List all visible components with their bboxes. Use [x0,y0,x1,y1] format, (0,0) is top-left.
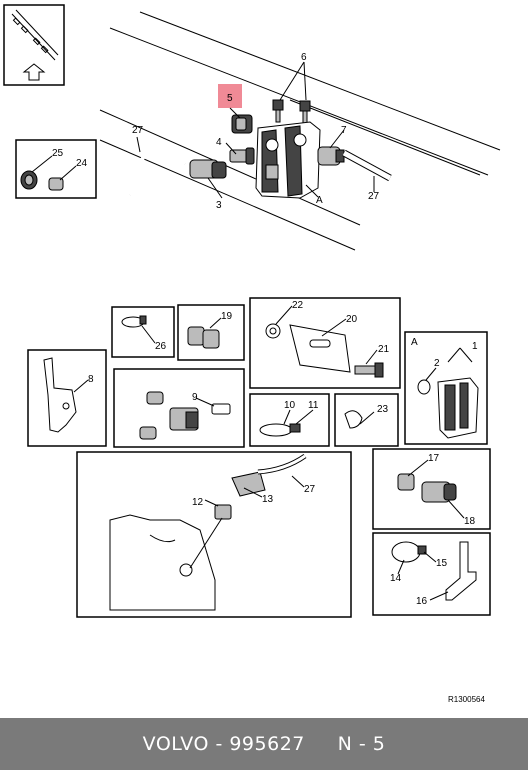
box-9: 9 [113,368,245,448]
callout-6: 6 [301,52,307,63]
callout-A-detail: A [411,337,418,348]
callout-1: 1 [472,341,478,352]
callout-7: 7 [341,125,347,136]
callout-19: 19 [221,311,233,322]
callout-20: 20 [346,314,358,325]
callout-3: 3 [216,200,222,211]
box-12-13-27: 12 13 27 [76,451,352,618]
callout-27-engine: 27 [304,484,316,495]
arrow-up-icon [22,63,46,81]
callout-8: 8 [88,374,94,385]
bolts-6 [272,99,311,124]
callout-21: 21 [378,344,390,355]
callout-16: 16 [416,596,428,607]
callout-27-top-left: 27 [132,125,144,136]
nipple-4 [229,147,255,165]
box-26: 26 [111,306,175,358]
connector-7 [317,146,345,166]
footer-bar: VOLVO - 995627 N - 5 [0,718,528,770]
callout-25: 25 [52,148,64,159]
box-23: 23 [334,393,399,447]
box-10-11: 10 11 [249,393,330,447]
box-20-21-22: 22 20 21 [249,297,401,389]
vehicle-topview-icon [11,9,59,61]
callout-18: 18 [464,516,476,527]
callout-14: 14 [390,573,402,584]
callout-11: 11 [308,400,319,411]
box-8: 8 [27,349,107,447]
callout-24: 24 [76,158,88,169]
connector-3 [189,159,227,179]
callout-23: 23 [377,404,389,415]
box-17-18: 17 18 [372,448,491,530]
footer-text: VOLVO - 995627 N - 5 [142,733,386,755]
box-14-15-16: 14 15 16 [372,532,491,616]
callout-15: 15 [436,558,448,569]
callout-5: 5 [227,93,233,104]
seal-5 [231,114,253,134]
main-view: 5 4 3 6 7 27 A 27 [99,11,501,251]
callout-22: 22 [292,300,304,311]
parts-diagram: 5 4 3 6 7 27 A 27 25 24 26 19 [3,4,501,704]
callout-12: 12 [192,497,204,508]
reference-code: R1300564 [448,695,485,704]
box-A-1-2: A 1 2 [404,331,488,445]
callout-10: 10 [284,400,296,411]
callout-17: 17 [428,453,440,464]
callout-26: 26 [155,341,167,352]
orientation-box [3,4,65,86]
callout-A-top: A [316,195,323,206]
highlight-5 [218,84,242,108]
box-24-25: 25 24 [15,139,97,199]
callout-4: 4 [216,137,222,148]
callout-2: 2 [434,358,440,369]
box-19: 19 [177,304,245,361]
callout-9: 9 [192,392,198,403]
valve-body-A [255,121,321,199]
callout-13: 13 [262,494,274,505]
callout-27-top-right: 27 [368,191,380,202]
